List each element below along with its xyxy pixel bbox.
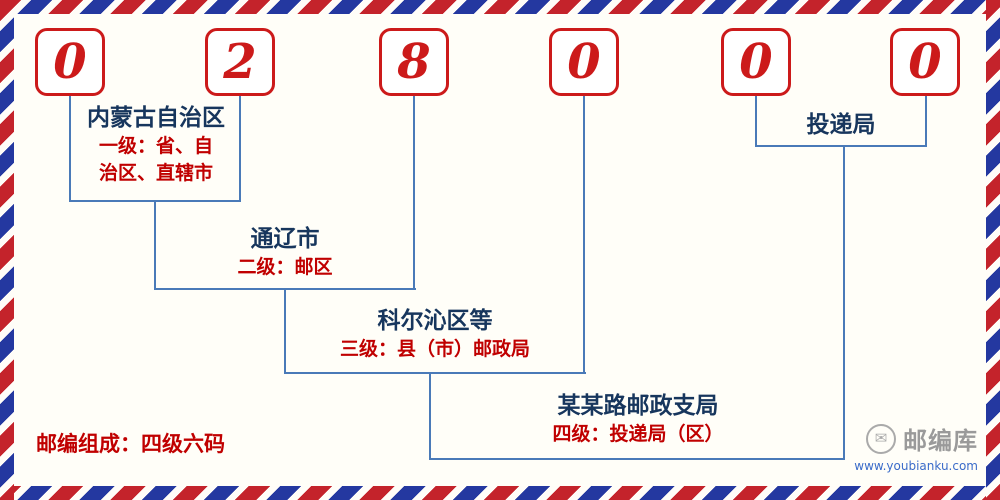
connector-line (843, 145, 845, 460)
level-4-name: 某某路邮政支局 (557, 393, 719, 419)
connector-line (755, 96, 757, 147)
envelope-icon: ✉ (866, 423, 896, 454)
connector-line (755, 145, 927, 147)
delivery-office-name: 投递局 (806, 112, 876, 138)
connector-line (583, 96, 585, 374)
level-3-label: 科尔沁区等 三级：县（市）邮政局 (285, 306, 585, 363)
connector-line (284, 288, 286, 374)
delivery-office-label: 投递局 (755, 110, 927, 140)
airmail-border-left (0, 0, 14, 500)
level-2-name: 通辽市 (250, 226, 320, 252)
level-2-label: 通辽市 二级：邮区 (155, 224, 415, 281)
level-2-desc: 二级：邮区 (237, 256, 333, 278)
level-1-name: 内蒙古自治区 (87, 105, 225, 131)
digit-box-3: 8 (379, 28, 449, 96)
digit-box-5: 0 (721, 28, 791, 96)
digit-5: 0 (739, 34, 773, 90)
digit-box-2: 2 (205, 28, 275, 96)
level-1-desc-line-2: 治区、直辖市 (98, 162, 213, 184)
connector-line (284, 372, 586, 374)
digit-1: 0 (53, 34, 87, 90)
airmail-border-bottom (0, 486, 1000, 500)
connector-line (429, 458, 845, 460)
connector-line (69, 96, 71, 202)
digit-3: 8 (397, 34, 431, 90)
level-1-desc-line-1: 一级：省、自 (98, 135, 213, 157)
level-3-desc: 三级：县（市）邮政局 (339, 338, 530, 360)
connector-line (413, 96, 415, 290)
site-url-link[interactable]: www.youbianku.com (854, 459, 978, 473)
site-name: 邮编库 (903, 427, 978, 455)
composition-note: 邮编组成：四级六码 (36, 432, 225, 456)
connector-line (429, 372, 431, 460)
site-logo: ✉ 邮编库 www.youbianku.com (808, 421, 978, 473)
level-4-label: 某某路邮政支局 四级：投递局（区） (430, 391, 846, 448)
airmail-border-top (0, 0, 1000, 14)
connector-line (925, 96, 927, 147)
digit-2: 2 (223, 34, 257, 90)
airmail-border-right (986, 0, 1000, 500)
digit-4: 0 (567, 34, 601, 90)
digit-6: 0 (908, 34, 942, 90)
level-4-desc: 四级：投递局（区） (552, 423, 724, 445)
digit-box-4: 0 (549, 28, 619, 96)
digit-box-1: 0 (35, 28, 105, 96)
connector-line (239, 96, 241, 202)
level-1-label: 内蒙古自治区 一级：省、自 治区、直辖市 (70, 103, 242, 187)
connector-line (154, 200, 156, 290)
digit-box-6: 0 (890, 28, 960, 96)
level-3-name: 科尔沁区等 (377, 308, 493, 334)
